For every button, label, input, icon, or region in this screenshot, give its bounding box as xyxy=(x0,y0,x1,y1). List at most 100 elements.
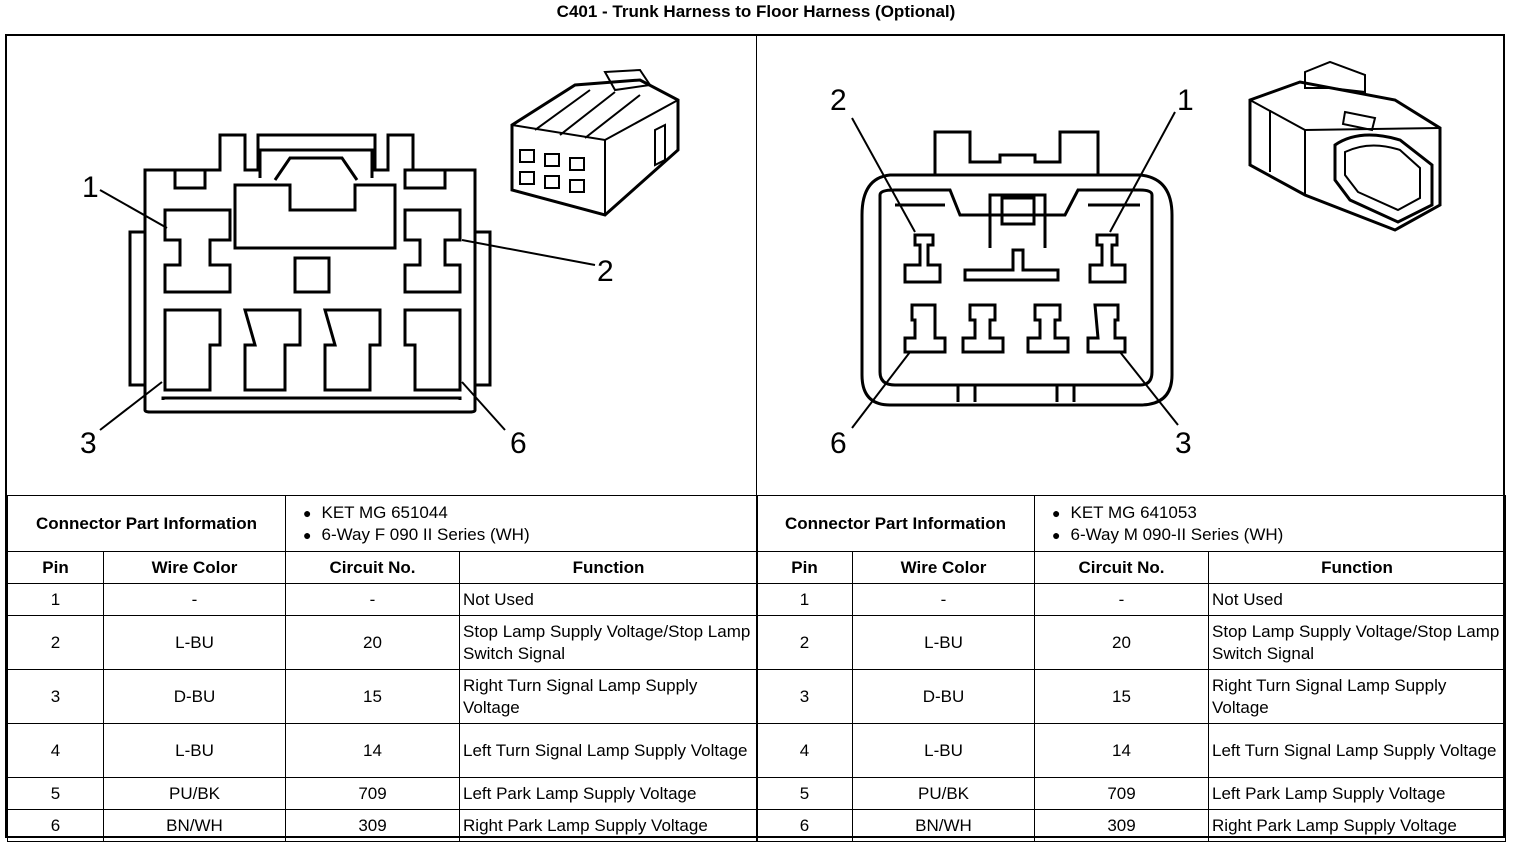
pin-cell: 4 xyxy=(7,723,104,778)
pin-cell: 6 xyxy=(7,809,104,842)
part-series: 6-Way M 090-II Series (WH) xyxy=(1052,524,1502,546)
col-header-wire-color: Wire Color xyxy=(102,551,287,584)
circuit-cell: 309 xyxy=(285,809,461,842)
function-cell: Not Used xyxy=(459,583,759,616)
table-row: 2 L-BU 20 Stop Lamp Supply Voltage/Stop … xyxy=(756,615,1507,670)
wire-color-cell: - xyxy=(102,583,287,616)
pin-cell: 1 xyxy=(756,583,853,616)
table-row: 1 - - Not Used xyxy=(7,583,759,616)
pin-callout-2: 2 xyxy=(830,84,847,117)
pin-callout-6: 6 xyxy=(510,427,527,460)
circuit-cell: 15 xyxy=(1034,669,1210,724)
pin-cell: 5 xyxy=(756,777,853,810)
connector-part-info-row: Connector Part Information KET MG 651044… xyxy=(6,495,759,552)
pin-cell: 6 xyxy=(756,809,853,842)
function-cell: Right Park Lamp Supply Voltage xyxy=(1208,809,1507,842)
pin-callout-2: 2 xyxy=(597,255,614,288)
wire-color-cell: D-BU xyxy=(102,669,287,724)
function-cell: Right Turn Signal Lamp Supply Voltage xyxy=(459,669,759,724)
wire-color-cell: BN/WH xyxy=(102,809,287,842)
col-header-circuit: Circuit No. xyxy=(1034,551,1210,584)
panel-divider xyxy=(756,34,757,495)
connector-part-info: KET MG 641053 6-Way M 090-II Series (WH) xyxy=(1034,495,1507,552)
male-pin-callouts: 2 1 6 3 xyxy=(830,84,1194,460)
table-row: 5 PU/BK 709 Left Park Lamp Supply Voltag… xyxy=(756,777,1507,810)
male-pin-terminals xyxy=(903,233,1127,354)
male-connector-face-diagram: 2 1 6 3 xyxy=(830,60,1442,460)
table-header-row: Pin Wire Color Circuit No. Function xyxy=(7,551,759,584)
function-cell: Left Park Lamp Supply Voltage xyxy=(1208,777,1507,810)
circuit-cell: 14 xyxy=(1034,723,1210,778)
wire-color-cell: PU/BK xyxy=(102,777,287,810)
function-cell: Left Park Lamp Supply Voltage xyxy=(459,777,759,810)
female-pin-callouts: 1 2 3 6 xyxy=(80,171,614,460)
function-cell: Left Turn Signal Lamp Supply Voltage xyxy=(459,723,759,778)
page-title: C401 - Trunk Harness to Floor Harness (O… xyxy=(556,2,956,21)
part-number: KET MG 641053 xyxy=(1052,502,1502,524)
table-row: 6 BN/WH 309 Right Park Lamp Supply Volta… xyxy=(756,809,1507,842)
pin-cell: 4 xyxy=(756,723,853,778)
wire-color-cell: D-BU xyxy=(851,669,1036,724)
function-cell: Right Park Lamp Supply Voltage xyxy=(459,809,759,842)
circuit-cell: 14 xyxy=(285,723,461,778)
function-cell: Not Used xyxy=(1208,583,1507,616)
function-cell: Stop Lamp Supply Voltage/Stop Lamp Switc… xyxy=(459,615,759,670)
table-row: 5 PU/BK 709 Left Park Lamp Supply Voltag… xyxy=(7,777,759,810)
circuit-cell: 709 xyxy=(1034,777,1210,810)
wire-color-cell: - xyxy=(851,583,1036,616)
pin-callout-3: 3 xyxy=(1175,427,1192,460)
wire-color-cell: L-BU xyxy=(102,723,287,778)
col-header-function: Function xyxy=(459,551,759,584)
pin-cell: 2 xyxy=(7,615,104,670)
table-row: 4 L-BU 14 Left Turn Signal Lamp Supply V… xyxy=(7,723,759,778)
wire-color-cell: L-BU xyxy=(102,615,287,670)
col-header-function: Function xyxy=(1208,551,1507,584)
table-header-row: Pin Wire Color Circuit No. Function xyxy=(756,551,1507,584)
circuit-cell: 709 xyxy=(285,777,461,810)
col-header-wire-color: Wire Color xyxy=(851,551,1036,584)
pin-cell: 2 xyxy=(756,615,853,670)
wire-color-cell: L-BU xyxy=(851,723,1036,778)
connector-part-info-row: Connector Part Information KET MG 641053… xyxy=(755,495,1507,552)
part-number: KET MG 651044 xyxy=(303,502,754,524)
col-header-pin: Pin xyxy=(7,551,104,584)
function-cell: Right Turn Signal Lamp Supply Voltage xyxy=(1208,669,1507,724)
female-connector-pin-table: Connector Part Information KET MG 651044… xyxy=(6,495,759,842)
function-cell: Stop Lamp Supply Voltage/Stop Lamp Switc… xyxy=(1208,615,1507,670)
circuit-cell: - xyxy=(285,583,461,616)
part-series: 6-Way F 090 II Series (WH) xyxy=(303,524,754,546)
circuit-cell: - xyxy=(1034,583,1210,616)
female-pin-cavities xyxy=(163,183,462,392)
pin-callout-1: 1 xyxy=(1177,84,1194,117)
male-connector-3d-illustration xyxy=(1248,60,1442,232)
col-header-circuit: Circuit No. xyxy=(285,551,461,584)
circuit-cell: 309 xyxy=(1034,809,1210,842)
wire-color-cell: L-BU xyxy=(851,615,1036,670)
connector-part-info-label: Connector Part Information xyxy=(6,495,287,552)
circuit-cell: 20 xyxy=(285,615,461,670)
pin-cell: 1 xyxy=(7,583,104,616)
wire-color-cell: PU/BK xyxy=(851,777,1036,810)
circuit-cell: 15 xyxy=(285,669,461,724)
table-row: 3 D-BU 15 Right Turn Signal Lamp Supply … xyxy=(756,669,1507,724)
pin-cell: 3 xyxy=(7,669,104,724)
pin-callout-1: 1 xyxy=(82,171,99,204)
pin-cell: 5 xyxy=(7,777,104,810)
table-row: 2 L-BU 20 Stop Lamp Supply Voltage/Stop … xyxy=(7,615,759,670)
col-header-pin: Pin xyxy=(756,551,853,584)
table-row: 3 D-BU 15 Right Turn Signal Lamp Supply … xyxy=(7,669,759,724)
pin-callout-3: 3 xyxy=(80,427,97,460)
table-row: 6 BN/WH 309 Right Park Lamp Supply Volta… xyxy=(7,809,759,842)
wire-color-cell: BN/WH xyxy=(851,809,1036,842)
male-connector-pin-table: Connector Part Information KET MG 641053… xyxy=(755,495,1507,842)
table-row: 4 L-BU 14 Left Turn Signal Lamp Supply V… xyxy=(756,723,1507,778)
female-connector-body xyxy=(128,133,492,414)
pin-cell: 3 xyxy=(756,669,853,724)
female-connector-face-diagram: 1 2 3 6 xyxy=(80,68,680,460)
female-connector-3d-illustration xyxy=(510,68,680,217)
connector-part-info-label: Connector Part Information xyxy=(755,495,1036,552)
circuit-cell: 20 xyxy=(1034,615,1210,670)
function-cell: Left Turn Signal Lamp Supply Voltage xyxy=(1208,723,1507,778)
table-row: 1 - - Not Used xyxy=(756,583,1507,616)
connector-part-info: KET MG 651044 6-Way F 090 II Series (WH) xyxy=(285,495,759,552)
